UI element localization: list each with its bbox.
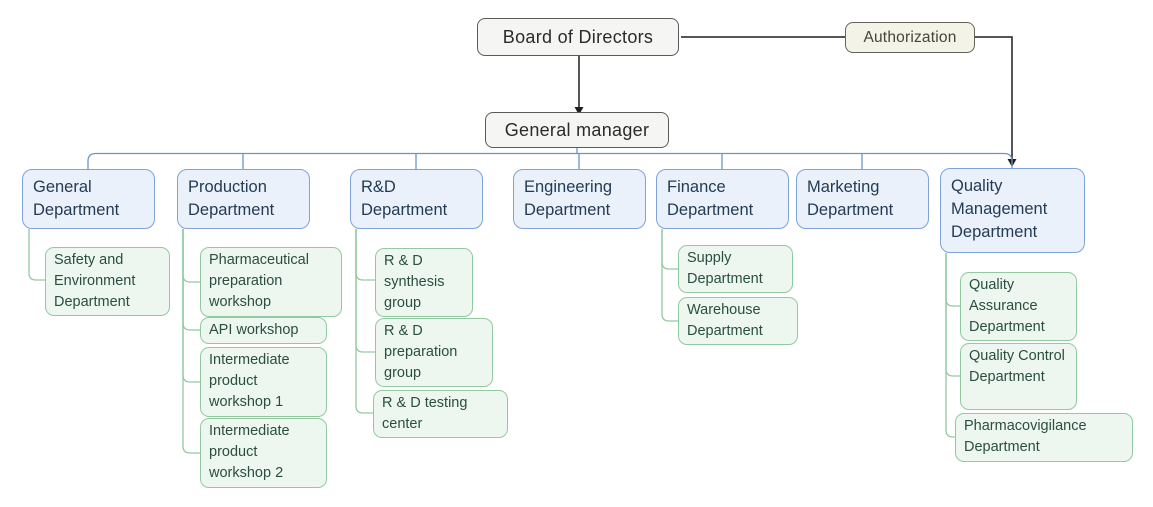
edge-production-to-api xyxy=(182,229,200,331)
node-dept-engineering: Engineering Department xyxy=(513,169,646,229)
edge-rnd-to-preparation xyxy=(355,229,375,353)
node-sub-rnd-preparation-group: R & D preparation group xyxy=(375,318,493,387)
node-sub-safety-environment: Safety and Environment Department xyxy=(45,247,170,316)
node-dept-quality-management: Quality Management Department xyxy=(940,168,1085,253)
node-sub-intermediate-workshop-1: Intermediate product workshop 1 xyxy=(200,347,327,417)
node-sub-pharmacovigilance: Pharmacovigilance Department xyxy=(955,413,1133,462)
node-board-of-directors: Board of Directors xyxy=(477,18,679,56)
node-sub-rnd-synthesis-group: R & D synthesis group xyxy=(375,248,473,317)
node-sub-quality-assurance: Quality Assurance Department xyxy=(960,272,1077,341)
node-dept-production: Production Department xyxy=(177,169,310,229)
edge-quality-to-control xyxy=(945,253,960,377)
node-sub-quality-control: Quality Control Department xyxy=(960,343,1077,410)
node-sub-rnd-testing-center: R & D testing center xyxy=(373,390,508,438)
edge-board-authorization-quality xyxy=(681,36,1013,161)
node-dept-marketing: Marketing Department xyxy=(796,169,929,229)
edge-general-to-safety xyxy=(28,229,45,281)
edge-finance-to-warehouse xyxy=(661,229,678,322)
edge-quality-to-assurance xyxy=(945,253,960,307)
node-dept-rnd: R&D Department xyxy=(350,169,483,229)
node-sub-intermediate-workshop-2: Intermediate product workshop 2 xyxy=(200,418,327,488)
node-sub-pharmaceutical-preparation-workshop: Pharmaceutical preparation workshop xyxy=(200,247,342,317)
node-general-manager: General manager xyxy=(485,112,669,148)
edge-rnd-to-synthesis xyxy=(355,229,375,281)
node-authorization: Authorization xyxy=(845,22,975,53)
edge-production-to-pharma xyxy=(182,229,200,283)
arrowhead-general-manager xyxy=(574,107,584,115)
edge-production-to-iw1 xyxy=(182,229,200,383)
edge-rnd-to-testing xyxy=(355,229,373,414)
node-dept-finance: Finance Department xyxy=(656,169,789,229)
node-sub-warehouse-department: Warehouse Department xyxy=(678,297,798,345)
edge-departments-rail xyxy=(87,152,1013,169)
edge-finance-to-supply xyxy=(661,229,678,270)
node-sub-api-workshop: API workshop xyxy=(200,317,327,344)
node-sub-supply-department: Supply Department xyxy=(678,245,793,293)
edge-quality-to-pharmacovigilance xyxy=(945,253,955,438)
edge-production-to-iw2 xyxy=(182,229,200,454)
node-dept-general: General Department xyxy=(22,169,155,229)
